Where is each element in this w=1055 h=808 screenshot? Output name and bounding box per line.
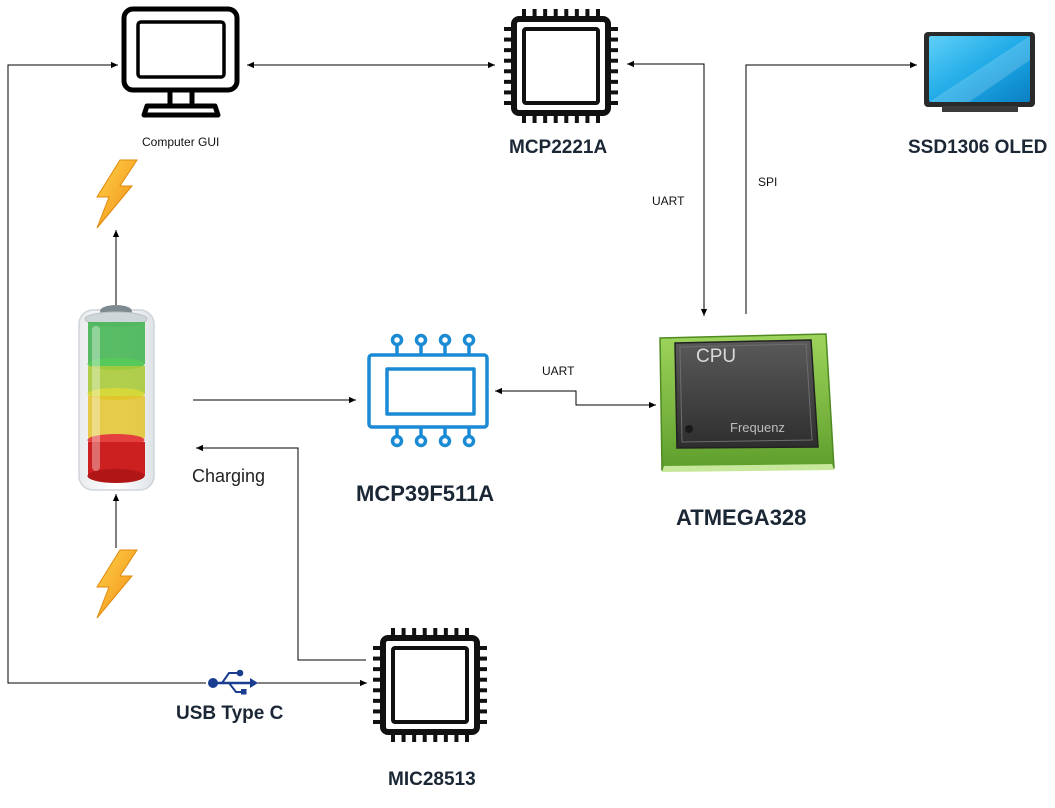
uart-top-label: UART [652, 194, 685, 208]
edge-mic28513-battery [196, 444, 366, 661]
lightning-bolt-icon [96, 159, 138, 229]
mcp39f511a-label: MCP39F511A [356, 481, 495, 506]
display-icon [924, 32, 1035, 112]
lightning-bolt-icon [96, 549, 138, 619]
edge-usb-computer [7, 61, 206, 684]
usb-type-c-label: USB Type C [176, 703, 284, 724]
ic-outline-icon [367, 333, 489, 448]
battery-level-icon [78, 305, 155, 491]
edge-atmega-oled [745, 61, 917, 314]
cpu-icon: CPU Frequenz [659, 333, 835, 472]
cpu-title: CPU [696, 346, 736, 367]
computer-gui-label: Computer GUI [142, 135, 220, 149]
mcp2221a-label: MCP2221A [509, 137, 608, 158]
cpu-subtitle: Frequenz [730, 420, 785, 435]
atmega328-label: ATMEGA328 [676, 505, 807, 530]
mic28513-label: MIC28513 [388, 769, 476, 790]
monitor-icon [121, 6, 240, 118]
ic-chip-icon [504, 9, 618, 123]
usb-icon [208, 669, 258, 695]
uart-mid-label: UART [542, 364, 575, 378]
edge-mcp2221a-atmega [627, 60, 708, 316]
edge-mcp39f511a-atmega [495, 387, 656, 409]
spi-label: SPI [758, 175, 778, 189]
oled-label: SSD1306 OLED [908, 137, 1048, 158]
connections [7, 60, 917, 687]
charging-label: Charging [192, 466, 266, 486]
ic-chip-icon [373, 628, 487, 742]
